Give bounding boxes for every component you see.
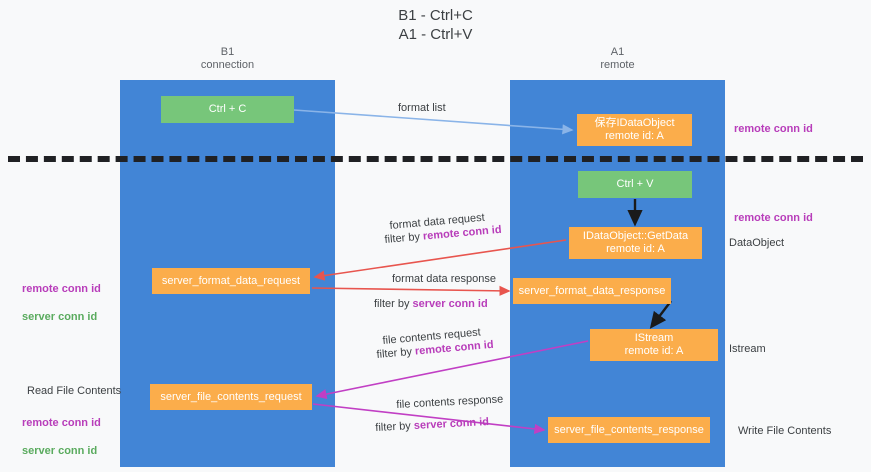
edge-label-format-data-response: format data response <box>392 272 496 287</box>
edge-label-highlight: server conn id <box>413 416 490 432</box>
annotation-conn-ids-top: remote conn id server conn id <box>22 268 101 338</box>
edge-label-format-list: format list <box>398 101 446 116</box>
edge-label-file-contents-response: file contents response <box>396 392 504 413</box>
lane-header-b1: B1 connection <box>200 46 255 71</box>
edge-label-file-contents-response-filter: filter by server conn id <box>375 415 489 436</box>
edge-label-highlight: server conn id <box>412 298 488 310</box>
edge-label-prefix: filter by <box>375 419 415 434</box>
annotation-write-file-contents: Write File Contents <box>738 425 832 437</box>
annotation-server-conn-id: server conn id <box>22 311 98 323</box>
node-server-format-data-response[interactable]: server_format_data_response <box>513 278 671 304</box>
lane-header-a1: A1 remote <box>600 46 635 71</box>
edge-label-format-data-response-filter: filter by server conn id <box>374 297 488 312</box>
edge-format-data-response <box>311 285 511 296</box>
node-server-file-contents-response[interactable]: server_file_contents_response <box>548 417 710 443</box>
annotation-remote-conn-id-top: remote conn id <box>734 123 813 135</box>
node-ctrl-v[interactable]: Ctrl + V <box>578 171 692 198</box>
node-server-file-contents-request[interactable]: server_file_contents_request <box>150 384 312 410</box>
node-ctrl-c[interactable]: Ctrl + C <box>161 96 294 123</box>
annotation-remote-conn-id: remote conn id <box>22 417 101 429</box>
edge-label-prefix: filter by <box>376 345 416 361</box>
edge-label-text: format list <box>398 102 446 114</box>
page-title: B1 - Ctrl+C A1 - Ctrl+V <box>398 7 473 43</box>
annotation-conn-ids-bottom: remote conn id server conn id <box>22 402 101 472</box>
edge-label-text: file contents response <box>396 393 504 411</box>
node-save-idataobject[interactable]: 保存IDataObject remote id: A <box>577 114 692 146</box>
annotation-istream: Istream <box>729 343 766 355</box>
edge-label-prefix: filter by <box>384 230 424 246</box>
annotation-remote-conn-id-mid: remote conn id <box>734 212 813 224</box>
annotation-dataobject: DataObject <box>729 237 785 249</box>
phase-divider <box>8 156 863 162</box>
edge-label-prefix: filter by <box>374 298 413 310</box>
node-server-format-data-request[interactable]: server_format_data_request <box>152 268 310 294</box>
node-istream[interactable]: IStream remote id: A <box>590 329 718 361</box>
annotation-remote-conn-id: remote conn id <box>22 283 101 295</box>
annotation-read-file-contents: Read File Contents <box>27 385 122 397</box>
edge-label-text: format data response <box>392 273 496 285</box>
node-idataobject-getdata[interactable]: IDataObject::GetData remote id: A <box>569 227 702 259</box>
annotation-server-conn-id: server conn id <box>22 445 98 457</box>
